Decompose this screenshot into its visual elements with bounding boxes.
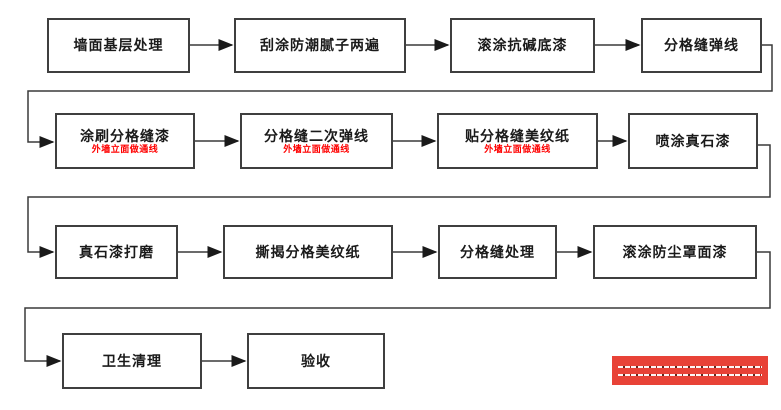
step-label: 贴分格缝美纹纸 [465, 127, 570, 144]
step-remove-masking-tape: 撕揭分格美纹纸 [223, 225, 393, 279]
step-dustproof-topcoat: 滚涂防尘罩面漆 [593, 225, 757, 279]
step-note: 外墙立面做通线 [484, 143, 551, 154]
step-apply-masking-tape: 贴分格缝美纹纸 外墙立面做通线 [437, 113, 598, 169]
step-label: 验收 [301, 352, 331, 369]
step-joint-treatment: 分格缝处理 [438, 225, 557, 279]
step-label: 滚涂抗碱底漆 [477, 37, 568, 54]
step-label: 喷涂真石漆 [655, 132, 731, 149]
step-note: 外墙立面做通线 [283, 143, 350, 154]
watermark-banner [612, 356, 768, 385]
step-joint-chalk-line: 分格缝弹线 [641, 18, 762, 73]
step-paint-joint-paint: 涂刷分格缝漆 外墙立面做通线 [55, 113, 195, 169]
step-spray-stone-paint: 喷涂真石漆 [628, 113, 758, 169]
watermark-text-line [618, 373, 762, 376]
step-alkali-resistant-primer: 滚涂抗碱底漆 [450, 18, 595, 73]
step-wall-base-treatment: 墙面基层处理 [47, 18, 190, 73]
step-stone-paint-sanding: 真石漆打磨 [55, 225, 178, 279]
step-label: 真石漆打磨 [79, 243, 154, 260]
step-label: 卫生清理 [102, 352, 162, 369]
step-note: 外墙立面做通线 [91, 143, 159, 154]
step-cleanup: 卫生清理 [62, 333, 202, 389]
step-label: 墙面基层处理 [73, 37, 164, 54]
step-label: 分格缝处理 [460, 243, 535, 260]
step-acceptance: 验收 [247, 333, 385, 389]
step-label: 分格缝弹线 [664, 37, 739, 54]
watermark-text-line [618, 365, 762, 368]
step-joint-second-chalk-line: 分格缝二次弹线 外墙立面做通线 [240, 113, 393, 169]
step-label: 刮涂防潮腻子两遍 [260, 37, 380, 54]
step-label: 涂刷分格缝漆 [80, 127, 170, 144]
step-label: 分格缝二次弹线 [264, 127, 369, 144]
step-label: 滚涂防尘罩面漆 [622, 243, 728, 260]
step-label: 撕揭分格美纹纸 [255, 243, 361, 260]
step-moistureproof-putty: 刮涂防潮腻子两遍 [234, 18, 406, 73]
